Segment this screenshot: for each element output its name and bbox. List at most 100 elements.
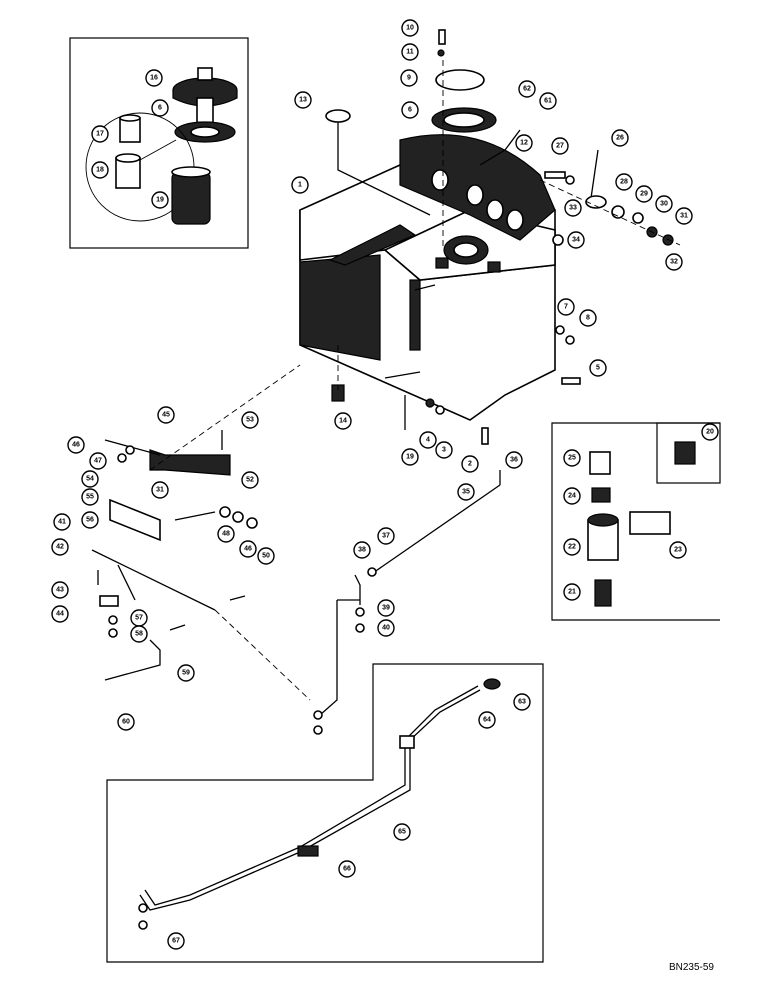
svg-text:4: 4 [426,437,430,444]
svg-text:26: 26 [616,135,624,142]
callout-27: 27 [551,137,569,155]
tank-housing [299,134,556,421]
svg-text:19: 19 [156,197,164,204]
callout-2: 2 [461,455,479,473]
svg-text:2: 2 [468,461,472,468]
callout-53: 53 [241,411,259,429]
svg-text:22: 22 [568,544,576,551]
callout-17: 17 [91,125,109,143]
svg-text:46: 46 [244,546,252,553]
callout-66: 66 [338,860,356,878]
svg-text:36: 36 [510,457,518,464]
svg-text:34: 34 [572,237,580,244]
callout-29: 29 [635,185,653,203]
svg-text:10: 10 [406,25,414,32]
svg-text:32: 32 [670,259,678,266]
svg-text:12: 12 [520,140,528,147]
svg-text:27: 27 [556,143,564,150]
callout-40: 40 [377,619,395,637]
callout-38: 38 [353,541,371,559]
callout-41: 41 [53,513,71,531]
svg-text:6: 6 [408,107,412,114]
callout-8: 8 [579,309,597,327]
callout-62: 62 [518,80,536,98]
callout-20: 20 [701,423,719,441]
callout-30: 30 [655,195,673,213]
callout-10: 10 [401,19,419,37]
svg-text:20: 20 [706,429,714,436]
svg-text:40: 40 [382,625,390,632]
callout-35: 35 [457,483,475,501]
svg-text:11: 11 [406,49,414,56]
svg-text:31: 31 [680,213,688,220]
svg-text:50: 50 [262,553,270,560]
fittings-inset-box [551,422,720,621]
callout-21: 21 [563,583,581,601]
callout-52: 52 [241,471,259,489]
callout-6: 6 [401,101,419,119]
callout-1: 1 [291,176,309,194]
svg-text:53: 53 [246,417,254,424]
svg-text:55: 55 [86,494,94,501]
svg-text:48: 48 [222,531,230,538]
svg-text:66: 66 [343,866,351,873]
svg-text:14: 14 [339,418,347,425]
governor-rod [313,470,501,735]
callout-46b: 46 [239,540,257,558]
callout-22: 22 [563,538,581,556]
callout-58: 58 [130,625,148,643]
svg-text:6: 6 [158,105,162,112]
callout-31: 31 [675,207,693,225]
callout-16: 16 [145,69,163,87]
callout-60: 60 [117,713,135,731]
callout-14: 14 [334,412,352,430]
fuel-line-inset-box [106,663,544,963]
svg-text:30: 30 [660,201,668,208]
svg-text:59: 59 [182,670,190,677]
filter-assembly [85,67,238,225]
callout-46: 46 [67,436,85,454]
callout-44: 44 [51,605,69,623]
lever-cluster [479,129,681,246]
callout-18: 18 [91,161,109,179]
callout-19b: 19 [401,448,419,466]
callout-32: 32 [665,253,683,271]
svg-text:8: 8 [586,315,590,322]
throttle-linkage [91,364,311,701]
svg-text:17: 17 [96,131,104,138]
svg-text:64: 64 [483,717,491,724]
svg-text:46: 46 [72,442,80,449]
callout-43: 43 [51,581,69,599]
callout-9: 9 [400,69,418,87]
callout-67: 67 [167,932,185,950]
svg-text:35: 35 [462,489,470,496]
svg-text:31: 31 [156,487,164,494]
callout-7: 7 [557,298,575,316]
fitting-20-inset-box [656,422,721,484]
svg-text:57: 57 [135,615,143,622]
svg-text:39: 39 [382,605,390,612]
callout-31b: 31 [151,481,169,499]
callout-28: 28 [615,173,633,191]
callout-36: 36 [505,451,523,469]
svg-text:41: 41 [58,519,66,526]
svg-text:45: 45 [162,412,170,419]
svg-text:58: 58 [135,631,143,638]
drawing-code: BN235-59 [668,962,714,973]
svg-text:61: 61 [544,98,552,105]
callout-64: 64 [478,711,496,729]
callout-59: 59 [177,664,195,682]
svg-text:13: 13 [299,97,307,104]
callout-56: 56 [81,511,99,529]
callout-23: 23 [669,541,687,559]
callout-11: 11 [401,43,419,61]
callout-3: 3 [435,441,453,459]
svg-text:65: 65 [398,829,406,836]
callout-57: 57 [130,609,148,627]
svg-text:23: 23 [674,547,682,554]
callout-55: 55 [81,488,99,506]
svg-text:29: 29 [640,191,648,198]
part-13-vent [325,109,431,216]
callout-6b: 6 [151,99,169,117]
callout-26: 26 [611,129,629,147]
